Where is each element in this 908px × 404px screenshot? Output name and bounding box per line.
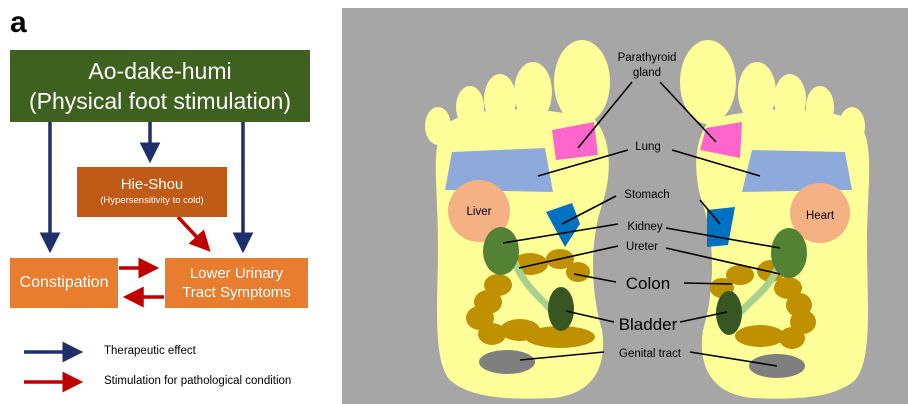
- luts-line2: Tract Symptoms: [182, 283, 291, 302]
- ao-dake-humi-subtitle: (Physical foot stimulation): [29, 86, 291, 116]
- right-parathyroid: [700, 122, 742, 158]
- left-colon: [466, 249, 595, 348]
- leader-stomach-right: [700, 200, 720, 224]
- label-bladder: Bladder: [619, 315, 678, 334]
- left-liver: [448, 180, 510, 242]
- left-foot: [425, 40, 610, 399]
- panel-b-label: b: [350, 8, 368, 38]
- ao-dake-humi-title: Ao-dake-humi: [88, 56, 231, 86]
- right-lung: [742, 150, 852, 192]
- right-foot-sole: [696, 109, 869, 398]
- right-foot: [680, 40, 869, 399]
- luts-box: Lower Urinary Tract Symptoms: [165, 258, 308, 308]
- label-heart: Heart: [806, 210, 835, 222]
- right-ureter: [740, 262, 780, 313]
- leader-bladder-left: [566, 311, 614, 322]
- legend-therapeutic-label: Therapeutic effect: [104, 345, 196, 357]
- left-toe-4: [456, 86, 484, 128]
- luts-line1: Lower Urinary: [190, 264, 283, 283]
- right-toe-4: [806, 86, 834, 128]
- leader-genital-right: [690, 352, 777, 366]
- label-ureter: Ureter: [626, 241, 658, 253]
- left-kidney: [483, 227, 519, 275]
- label-genital: Genital tract: [619, 348, 682, 360]
- label-stomach: Stomach: [624, 189, 669, 201]
- label-lung: Lung: [635, 141, 661, 153]
- constipation-label: Constipation: [20, 274, 109, 292]
- right-stomach: [707, 207, 735, 247]
- label-colon: Colon: [626, 274, 670, 293]
- leader-ureter-right: [666, 248, 780, 274]
- panel-b-background: [342, 8, 908, 404]
- hie-shou-box: Hie-Shou (Hypersensitivity to cold): [77, 167, 227, 217]
- right-bladder: [716, 291, 742, 335]
- leader-colon-left: [574, 274, 616, 282]
- left-toe-3: [484, 74, 516, 124]
- leader-kidney-left: [503, 224, 618, 243]
- leader-parathyroid-right: [660, 82, 716, 142]
- left-foot-sole: [436, 109, 609, 398]
- constipation-box: Constipation: [10, 258, 118, 308]
- left-toe-2: [514, 62, 552, 122]
- left-ureter: [513, 258, 553, 313]
- leader-stomach-left: [562, 196, 616, 224]
- hie-shou-subtitle: (Hypersensitivity to cold): [100, 194, 203, 208]
- left-bladder: [548, 287, 574, 331]
- leader-bladder-right: [680, 312, 727, 322]
- left-toe-1: [554, 40, 610, 124]
- arrow-hieshou-to-luts: [178, 217, 207, 248]
- leader-genital-left: [520, 352, 604, 360]
- label-kidney: Kidney: [627, 221, 662, 233]
- left-lung: [445, 148, 553, 192]
- right-toe-2: [738, 62, 776, 122]
- hie-shou-title: Hie-Shou: [121, 176, 184, 194]
- right-toe-3: [774, 74, 806, 124]
- label-parathyroid-line1: Parathyroid: [618, 52, 677, 64]
- leader-lung-left: [538, 150, 628, 176]
- leader-lung-right: [672, 150, 760, 176]
- left-stomach: [546, 203, 580, 247]
- leader-kidney-right: [666, 228, 780, 248]
- right-colon: [710, 260, 816, 349]
- leader-ureter-left: [519, 246, 618, 268]
- leader-parathyroid-left: [578, 82, 632, 148]
- right-genital: [749, 354, 805, 378]
- left-parathyroid: [552, 122, 598, 160]
- left-toe-5: [425, 107, 451, 145]
- label-parathyroid-line2: gland: [633, 67, 661, 79]
- legend-stimulation-label: Stimulation for pathological condition: [104, 375, 291, 387]
- label-liver: Liver: [467, 206, 492, 218]
- leader-lines: [503, 82, 780, 366]
- right-kidney: [771, 228, 807, 278]
- right-heart: [790, 183, 850, 243]
- left-genital: [479, 350, 535, 374]
- right-toe-1: [680, 40, 736, 124]
- ao-dake-humi-box: Ao-dake-humi (Physical foot stimulation): [10, 50, 310, 122]
- leader-colon-right: [684, 283, 732, 284]
- right-toe-5: [839, 107, 865, 145]
